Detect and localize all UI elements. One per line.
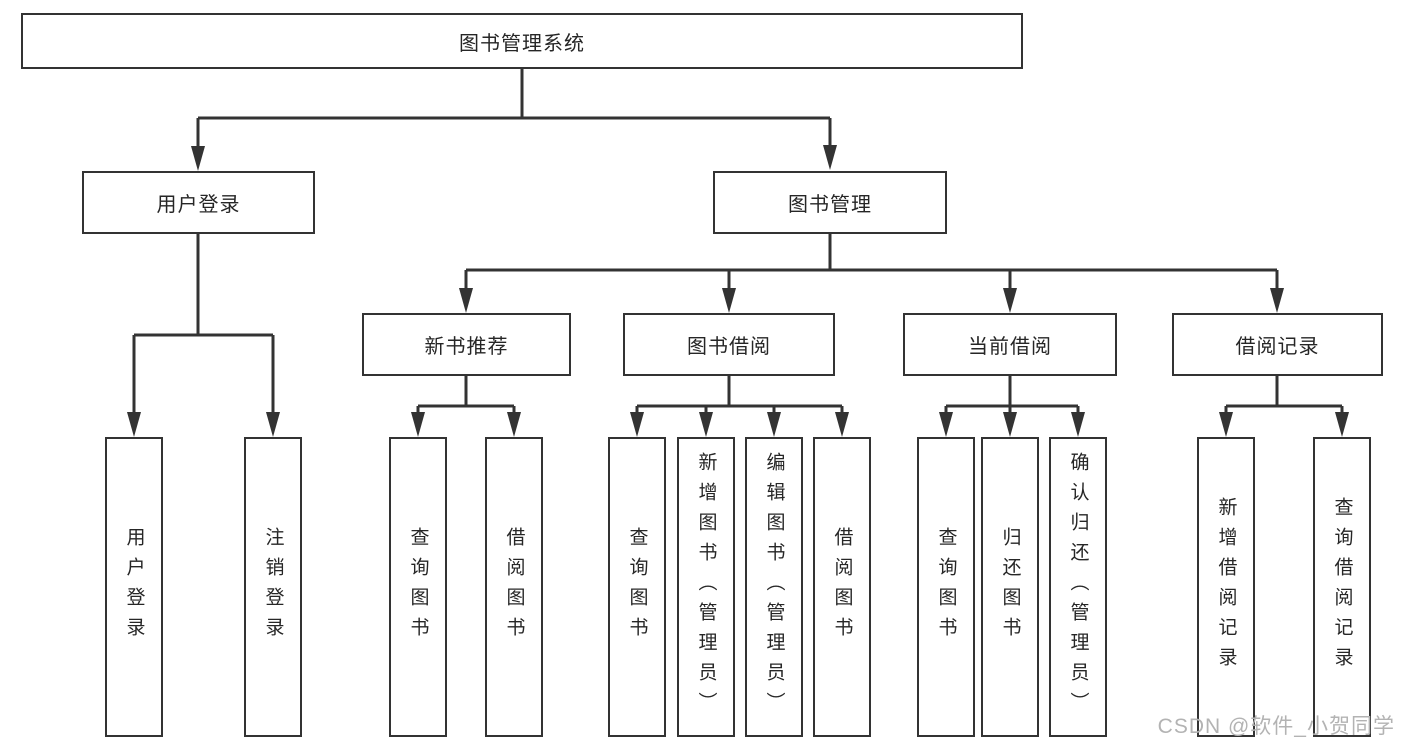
node-label: 图书管理 — [788, 194, 872, 216]
node-label: 确认归还（管理员） — [1067, 452, 1089, 722]
connector-root-to-level2 — [191, 69, 837, 171]
node-label: 查询图书 — [626, 527, 648, 647]
node-label: 编辑图书（管理员） — [763, 452, 785, 722]
watermark: CSDN @软件_小贺同学 — [1157, 715, 1395, 738]
node-user-login: 用户登录 — [105, 437, 163, 737]
node-add-borrow-record: 新增借阅记录 — [1197, 437, 1255, 737]
node-label: 新增图书（管理员） — [695, 452, 717, 722]
node-confirm-return-admin: 确认归还（管理员） — [1049, 437, 1107, 737]
node-label: 新增借阅记录 — [1215, 497, 1237, 677]
node-book-management: 图书管理 — [713, 171, 947, 234]
node-query-books-borrow: 查询图书 — [608, 437, 666, 737]
node-label: 借阅图书 — [503, 527, 525, 647]
node-label: 查询图书 — [407, 527, 429, 647]
node-logout: 注销登录 — [244, 437, 302, 737]
connector-book-borrow-children — [630, 376, 849, 437]
connector-borrow-record-children — [1219, 376, 1349, 437]
node-label: 注销登录 — [262, 527, 284, 647]
node-label: 借阅记录 — [1235, 336, 1320, 358]
node-add-book-admin: 新增图书（管理员） — [677, 437, 735, 737]
node-query-books-recommend: 查询图书 — [389, 437, 447, 737]
node-new-book-recommend: 新书推荐 — [362, 313, 571, 376]
node-label: 图书借阅 — [687, 336, 771, 358]
node-label: 查询图书 — [935, 527, 957, 647]
connector-user-login-children — [127, 234, 280, 437]
node-book-borrow: 图书借阅 — [623, 313, 835, 376]
connector-current-borrow-children — [939, 376, 1085, 437]
node-label: 归还图书 — [999, 527, 1021, 647]
node-label: 用户登录 — [156, 194, 241, 216]
node-edit-book-admin: 编辑图书（管理员） — [745, 437, 803, 737]
node-user-login-group: 用户登录 — [82, 171, 315, 234]
node-label: 图书管理系统 — [459, 32, 585, 55]
node-return-book: 归还图书 — [981, 437, 1039, 737]
node-borrow-records: 借阅记录 — [1172, 313, 1383, 376]
node-borrow-books: 借阅图书 — [813, 437, 871, 737]
node-label: 查询借阅记录 — [1331, 497, 1353, 677]
node-query-books-current: 查询图书 — [917, 437, 975, 737]
node-label: 用户登录 — [123, 527, 145, 647]
connector-new-book-children — [411, 376, 521, 437]
node-borrow-books-recommend: 借阅图书 — [485, 437, 543, 737]
node-library-system: 图书管理系统 — [21, 13, 1023, 69]
node-label: 新书推荐 — [424, 336, 509, 358]
node-query-borrow-record: 查询借阅记录 — [1313, 437, 1371, 737]
node-current-borrow: 当前借阅 — [903, 313, 1117, 376]
node-label: 当前借阅 — [968, 336, 1052, 358]
connector-book-management-children — [459, 234, 1284, 313]
node-label: 借阅图书 — [831, 527, 853, 647]
